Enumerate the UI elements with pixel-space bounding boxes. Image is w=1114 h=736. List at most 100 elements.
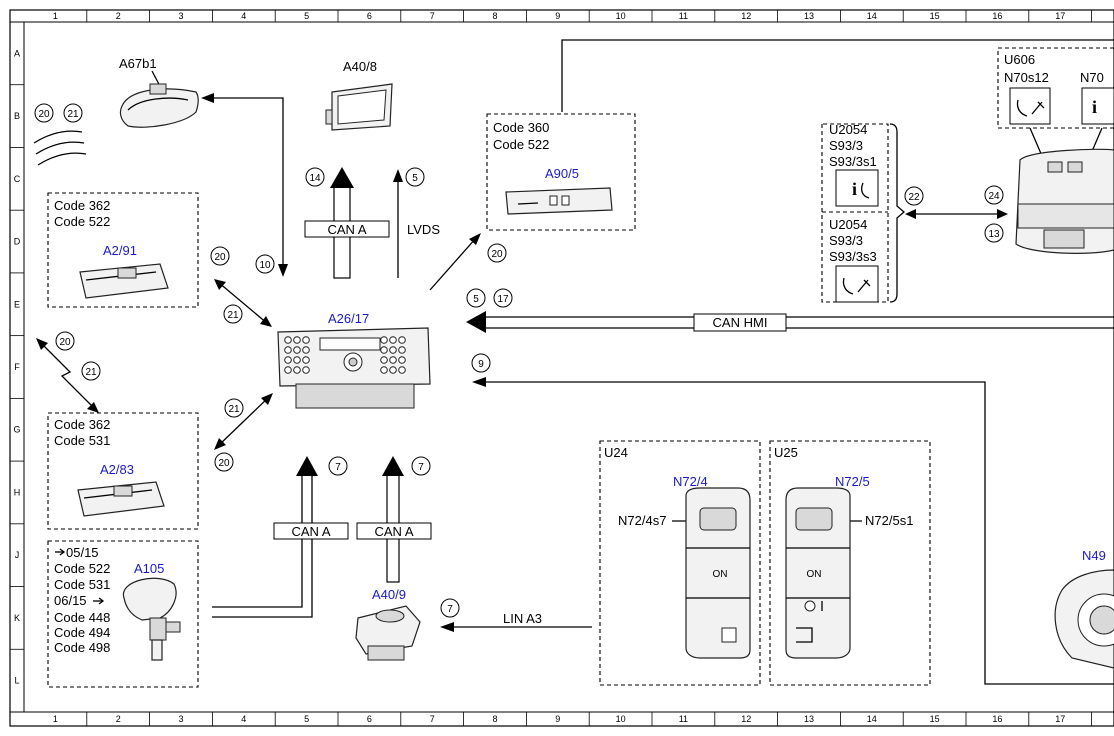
marker-5-can-hmi: [466, 288, 486, 308]
connection-a90-5-top: [561, 39, 1114, 112]
column-label: 15: [930, 714, 940, 724]
code-text: Code 522: [54, 561, 110, 576]
connection-a26-17-a90-5: [429, 237, 477, 291]
column-label: 14: [867, 714, 877, 724]
row-label: C: [14, 174, 21, 184]
marker-22-text: 22: [908, 192, 920, 203]
lin-a3-label: LIN A3: [503, 611, 542, 626]
can-a-label-box: [356, 522, 432, 540]
marker-9: [471, 353, 491, 373]
head-unit-button: [389, 346, 397, 354]
steering-angle-sensor-icon: [1054, 569, 1114, 669]
label-a40-9: A40/9: [372, 587, 406, 602]
column-label: 1: [53, 714, 58, 724]
marker-14: [305, 167, 325, 187]
top-ruler: [9, 9, 1114, 23]
row-label: B: [14, 111, 20, 121]
code-text: Code 448: [54, 610, 110, 625]
can-a-label-box: [273, 522, 349, 540]
head-unit-button: [389, 336, 397, 344]
head-unit-button: [302, 336, 310, 344]
head-unit-button: [284, 346, 292, 354]
info-button-icon: [1081, 87, 1114, 125]
marker-24: [984, 185, 1004, 205]
arrow-left-icon: [201, 93, 214, 103]
arrow-up-icon: [330, 167, 354, 188]
label-n72-5: N72/5: [835, 474, 870, 489]
arrow-head: [98, 597, 105, 605]
head-unit-button: [302, 366, 310, 374]
column-label: 8: [492, 11, 497, 21]
label-u2054: U2054: [829, 122, 867, 137]
can-a-label-box: [304, 220, 390, 238]
row-label: G: [13, 425, 20, 435]
can-a-label: CAN A: [327, 222, 366, 237]
arrow-down-icon: [278, 264, 288, 277]
marker-7-text: 7: [447, 604, 453, 615]
info-call-button-icon: [835, 169, 879, 207]
column-label: 14: [867, 11, 877, 21]
can-hmi-label: CAN HMI: [713, 315, 768, 330]
head-unit-button: [293, 336, 301, 344]
column-label: 16: [992, 714, 1002, 724]
label-a2-83: A2/83: [100, 462, 134, 477]
on-button-label: ON: [713, 569, 728, 580]
row-label: A: [14, 48, 20, 58]
column-label: 10: [616, 11, 626, 21]
head-unit-button: [380, 356, 388, 364]
column-label: 3: [178, 11, 183, 21]
column-label: 17: [1055, 11, 1065, 21]
leader-n70s12: [1029, 127, 1043, 157]
head-unit-button: [380, 346, 388, 354]
code-text: Code 531: [54, 433, 110, 448]
ruler-ticks: [10, 10, 1092, 726]
marker-20-antenna: [34, 103, 54, 123]
marker-17-text: 17: [497, 294, 509, 305]
row-label: J: [15, 550, 20, 560]
column-label: 13: [804, 11, 814, 21]
date-text: 05/15: [66, 545, 99, 560]
code-text: Code 494: [54, 625, 110, 640]
label-u25: U25: [774, 445, 798, 460]
can-a-label: CAN A: [291, 524, 330, 539]
head-unit-icon: [277, 327, 431, 409]
label-s93-3: S93/3: [829, 138, 863, 153]
phone-icon: [861, 182, 870, 199]
column-label: 15: [930, 11, 940, 21]
marker-5-text: 5: [412, 173, 418, 184]
marker-14-text: 14: [309, 173, 321, 184]
column-label: 3: [178, 714, 183, 724]
column-label: 12: [741, 714, 751, 724]
group-a90-5: [486, 113, 636, 231]
head-unit-button: [389, 356, 397, 364]
head-unit-button: [293, 346, 301, 354]
label-s93-3s3: S93/3s3: [829, 249, 877, 264]
marker-21-a2-91: [223, 304, 243, 324]
code-text: Code 522: [493, 137, 549, 152]
overhead-control-module-icon: [505, 187, 613, 215]
marker-20-zigzag: [55, 331, 75, 351]
label-n49: N49: [1082, 548, 1106, 563]
arrow-left-icon: [466, 311, 486, 333]
marker-20-text: 20: [59, 337, 71, 348]
label-n70: N70: [1080, 70, 1104, 85]
column-label: 17: [1055, 714, 1065, 724]
column-label: 4: [241, 11, 246, 21]
arrow-right-icon: [997, 209, 1008, 219]
head-unit-button: [302, 346, 310, 354]
label-s93-3: S93/3: [829, 233, 863, 248]
gear-selector-lever-icon: [123, 577, 181, 661]
can-a-label: CAN A: [374, 524, 413, 539]
column-label: 2: [116, 11, 121, 21]
column-label: 9: [555, 11, 560, 21]
marker-20-text: 20: [214, 252, 226, 263]
column-label: 10: [616, 714, 626, 724]
head-unit-button: [380, 336, 388, 344]
marker-21-text: 21: [67, 109, 79, 120]
head-unit-button: [398, 346, 406, 354]
label-u606: U606: [1004, 52, 1035, 67]
phone-icon: [842, 277, 854, 295]
multifunction-controller-icon: [355, 605, 421, 661]
label-n72-4: N72/4: [673, 474, 708, 489]
info-icon: i: [852, 179, 857, 199]
